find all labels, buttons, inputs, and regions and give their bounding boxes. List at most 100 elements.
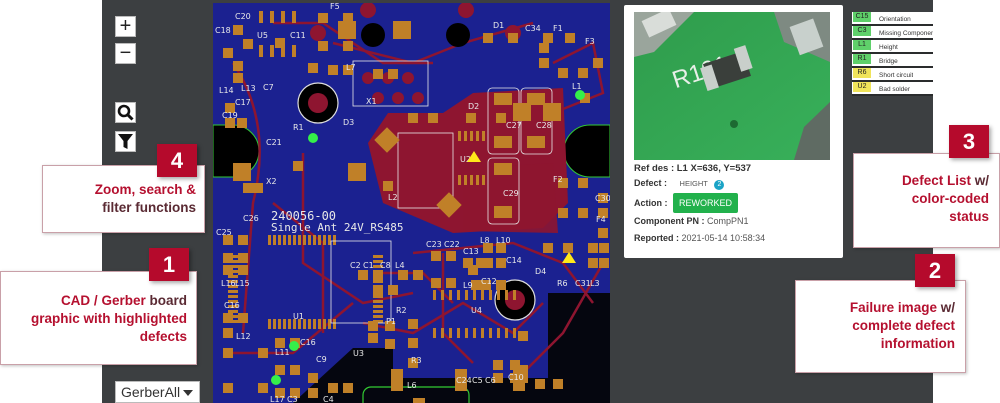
ic-pin bbox=[373, 265, 383, 268]
defect-marker-warning[interactable] bbox=[467, 151, 481, 162]
pad bbox=[388, 69, 398, 79]
ic-pin bbox=[228, 295, 238, 298]
defect-marker-warning[interactable] bbox=[562, 252, 576, 263]
pad bbox=[543, 33, 553, 43]
pad bbox=[431, 251, 441, 261]
component-label: C6 bbox=[485, 376, 496, 385]
layer-select[interactable]: GerberAll bbox=[115, 381, 200, 403]
pad bbox=[599, 258, 609, 268]
defect-marker-ok[interactable] bbox=[575, 90, 585, 100]
minus-icon: − bbox=[119, 42, 132, 64]
pad bbox=[535, 379, 545, 389]
component-label: C18 bbox=[215, 26, 231, 35]
trace bbox=[301, 153, 414, 305]
reported-label: Reported : bbox=[634, 233, 679, 243]
ic-pin bbox=[473, 328, 476, 338]
silkscreen-outline bbox=[352, 60, 429, 107]
component-label: R6 bbox=[557, 279, 568, 288]
ic-pin bbox=[268, 319, 271, 329]
component-label: F4 bbox=[596, 215, 606, 224]
ic-pin bbox=[278, 319, 281, 329]
component-label: L12 bbox=[236, 332, 251, 341]
pad bbox=[223, 235, 233, 245]
component-label: C34 bbox=[525, 24, 541, 33]
pad bbox=[539, 58, 549, 68]
defect-marker-ok[interactable] bbox=[308, 133, 318, 143]
component-label: L1 bbox=[572, 82, 582, 91]
ic-pin bbox=[489, 328, 492, 338]
callout-number-2: 2 bbox=[915, 254, 955, 287]
component-label: F5 bbox=[330, 3, 340, 11]
pad bbox=[494, 93, 512, 105]
ic-pin bbox=[373, 255, 383, 258]
pad bbox=[328, 65, 338, 75]
ic-pin bbox=[283, 319, 286, 329]
pad bbox=[223, 253, 233, 263]
pad bbox=[385, 339, 395, 349]
pad bbox=[238, 253, 248, 263]
failure-image[interactable]: R101 bbox=[634, 12, 830, 160]
component-label: U5 bbox=[257, 31, 268, 40]
ic-pin bbox=[313, 319, 316, 329]
ic-pin bbox=[497, 328, 500, 338]
callout-zoom-search-filter: Zoom, search &filter functions bbox=[42, 165, 205, 233]
pad bbox=[518, 331, 528, 341]
component-label: C8 bbox=[380, 261, 391, 270]
component-label: C31 bbox=[575, 279, 591, 288]
component-label: U1 bbox=[293, 312, 304, 321]
zoom-in-button[interactable]: + bbox=[115, 15, 136, 37]
action-status-button[interactable]: REWORKED bbox=[673, 193, 739, 213]
pad bbox=[483, 243, 493, 253]
pad bbox=[223, 48, 233, 58]
chevron-down-icon bbox=[183, 390, 193, 396]
plus-icon: + bbox=[119, 15, 132, 37]
ic-pin bbox=[464, 131, 467, 141]
component-label: C13 bbox=[463, 247, 479, 256]
ic-pin bbox=[457, 328, 460, 338]
component-label: C21 bbox=[266, 138, 282, 147]
ic-pin bbox=[270, 11, 274, 23]
component-label: R2 bbox=[396, 306, 407, 315]
defect-marker-ok[interactable] bbox=[289, 341, 299, 351]
component-label: L17 bbox=[270, 395, 285, 403]
component-label: L3 bbox=[590, 279, 600, 288]
component-label: C27 bbox=[506, 121, 522, 130]
filter-button[interactable] bbox=[115, 131, 136, 152]
pad bbox=[493, 373, 503, 383]
ic-pin bbox=[303, 235, 306, 245]
ic-pin bbox=[449, 328, 452, 338]
pad bbox=[580, 93, 590, 103]
ic-pin bbox=[464, 175, 467, 185]
component-label: R1 bbox=[293, 123, 304, 132]
component-label: C29 bbox=[503, 189, 519, 198]
ic-pin bbox=[292, 11, 296, 23]
trace bbox=[412, 241, 594, 304]
zoom-out-button[interactable]: − bbox=[115, 42, 136, 64]
ic-pin bbox=[470, 131, 473, 141]
pad bbox=[481, 280, 491, 290]
reported-row: Reported : 2021-05-14 10:58:34 bbox=[634, 233, 765, 243]
ic-pin bbox=[497, 290, 500, 300]
ic-pin bbox=[482, 131, 485, 141]
trace bbox=[332, 21, 534, 65]
connector-pad bbox=[402, 72, 414, 84]
defect-marker-ok[interactable] bbox=[271, 375, 281, 385]
pad bbox=[563, 243, 573, 253]
ic-pin bbox=[489, 290, 492, 300]
pad bbox=[510, 360, 520, 370]
pad bbox=[408, 358, 418, 368]
pad bbox=[275, 38, 285, 48]
pad bbox=[476, 258, 486, 268]
pad bbox=[383, 181, 393, 191]
action-row: Action : REWORKED bbox=[634, 193, 739, 213]
ic-pin bbox=[333, 319, 336, 329]
search-button[interactable] bbox=[115, 102, 136, 123]
